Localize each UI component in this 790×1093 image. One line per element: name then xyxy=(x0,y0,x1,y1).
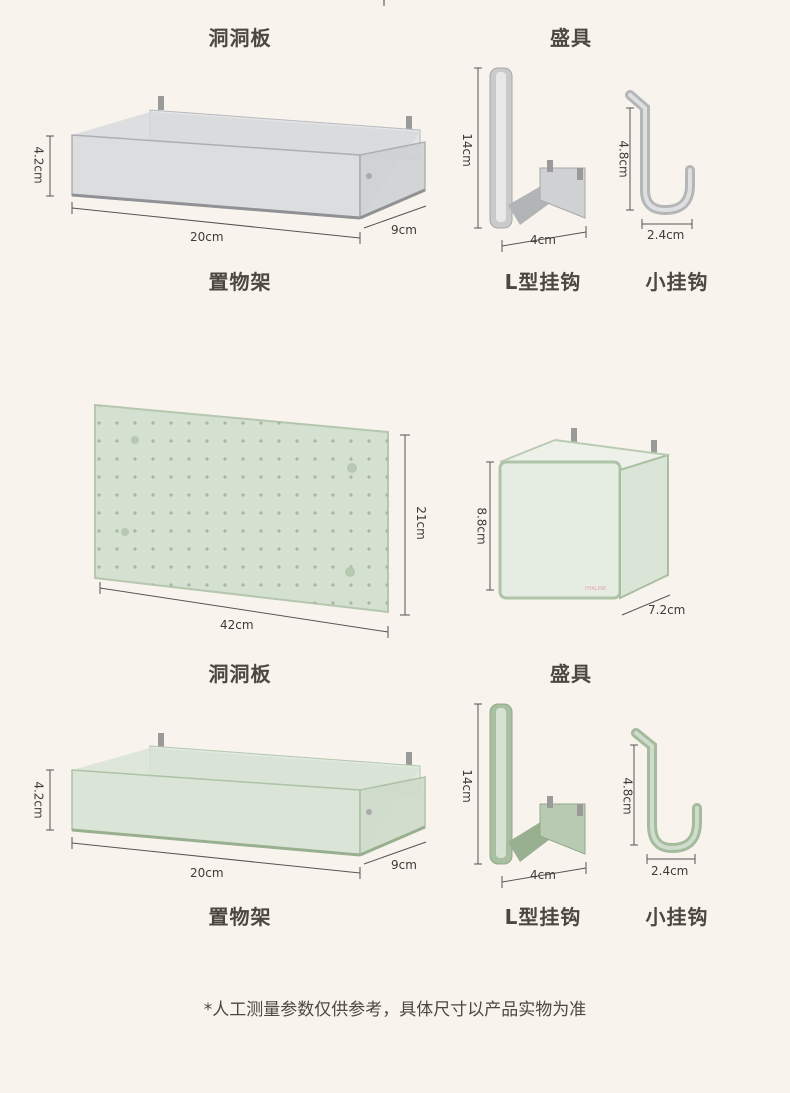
l-hook-height-dim: 14cm xyxy=(459,133,474,167)
small-hook-label: 小挂钩 xyxy=(645,270,709,294)
green-l-hook-height-dim: 14cm xyxy=(459,769,474,803)
green-pegboard-image xyxy=(94,403,410,638)
shelf-height-dim: 4.2cm xyxy=(31,146,46,184)
container-heading-bottom: 盛具 xyxy=(550,662,592,686)
disclaimer-footnote: *人工测量参数仅供参考，具体尺寸以产品实物为准 xyxy=(203,1000,587,1020)
green-shelf-depth-dim: 9cm xyxy=(391,858,417,872)
green-small-hook-label: 小挂钩 xyxy=(645,905,709,929)
green-shelf-width-dim: 20cm xyxy=(190,866,224,880)
green-small-hook-width-dim: 2.4cm xyxy=(651,864,689,878)
small-hook-width-dim: 2.4cm xyxy=(647,228,685,242)
shelf-label: 置物架 xyxy=(208,270,272,294)
box-depth-dim: 7.2cm xyxy=(648,603,686,617)
green-small-hook-image xyxy=(630,728,702,864)
l-hook-label: L型挂钩 xyxy=(504,270,582,294)
gray-l-hook-image xyxy=(474,67,587,252)
green-shelf-image xyxy=(46,733,427,879)
gray-small-hook-image xyxy=(625,90,695,229)
green-box-image xyxy=(486,428,671,616)
pegboard-heading-top: 洞洞板 xyxy=(208,26,272,50)
green-shelf-height-dim: 4.2cm xyxy=(31,781,46,819)
container-heading-top: 盛具 xyxy=(550,26,592,50)
box-brand-mark: HYALINE xyxy=(585,586,607,592)
green-small-hook-height-dim: 4.8cm xyxy=(620,777,635,815)
pegboard-heading-bottom: 洞洞板 xyxy=(208,662,272,686)
l-hook-width-dim: 4cm xyxy=(530,233,556,247)
pegboard-height-dim: 21cm xyxy=(413,506,428,540)
green-shelf-label: 置物架 xyxy=(208,905,272,929)
small-hook-height-dim: 4.8cm xyxy=(616,140,631,178)
pegboard-width-dim: 42cm xyxy=(220,618,254,632)
gray-shelf-image xyxy=(46,96,427,244)
shelf-depth-dim: 9cm xyxy=(391,223,417,237)
shelf-width-dim: 20cm xyxy=(190,230,224,244)
green-l-hook-label: L型挂钩 xyxy=(504,905,582,929)
box-height-dim: 8.8cm xyxy=(474,507,489,545)
green-l-hook-width-dim: 4cm xyxy=(530,868,556,882)
green-l-hook-image xyxy=(474,703,587,888)
